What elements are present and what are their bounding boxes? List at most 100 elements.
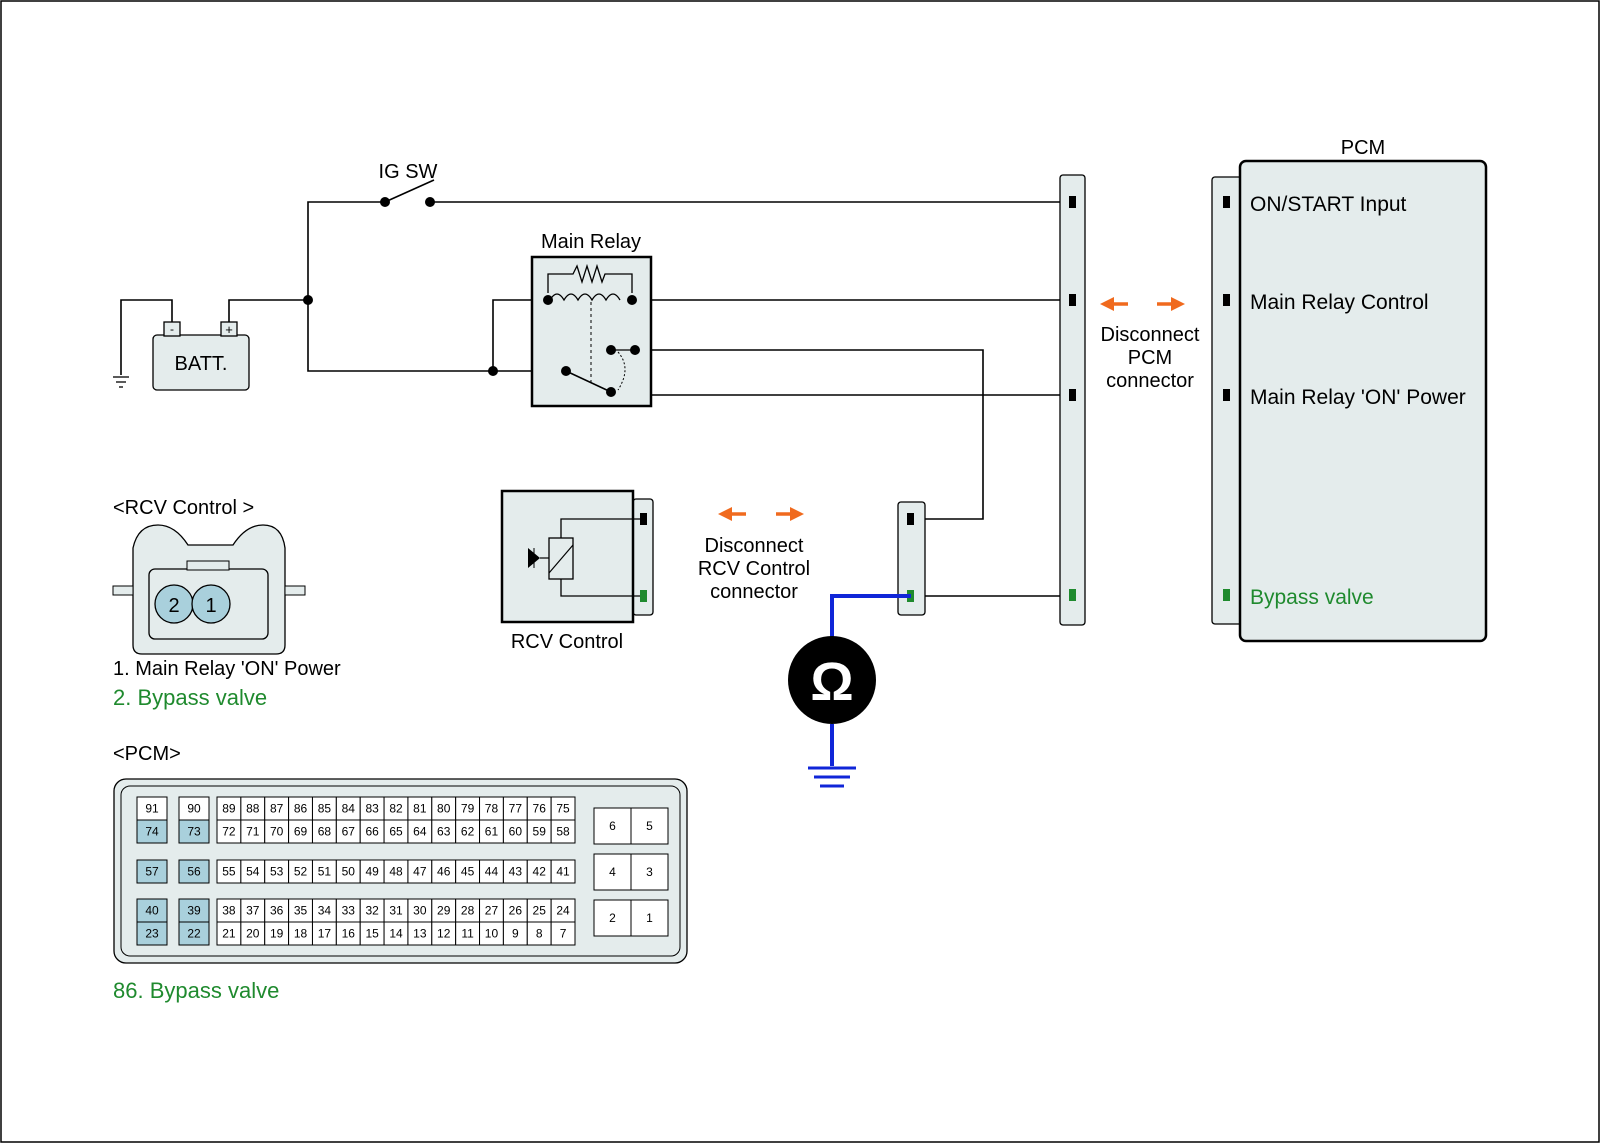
connector-pin	[907, 513, 914, 525]
pcm-pin-number: 59	[533, 825, 547, 839]
rcv-connector-view: <RCV Control > 2 1 1. Main Relay 'ON' Po…	[112, 497, 341, 710]
ig-switch-contact	[425, 197, 435, 207]
rcv-internal-wire	[560, 518, 640, 538]
pcm-pin-number: 4	[609, 865, 616, 879]
pcm-pin-cell	[136, 819, 168, 844]
battery-positive-wire	[228, 299, 308, 323]
pcm-pin-label: Main Relay Control	[1250, 291, 1429, 314]
pcm-pin-number: 27	[485, 904, 499, 918]
battery-minus-terminal	[163, 321, 181, 337]
pcm-pin-number: 3	[646, 865, 653, 879]
pcm-module: PCM ON/START Input Main Relay Control Ma…	[1211, 137, 1488, 643]
pcm-pin-number: 58	[556, 825, 570, 839]
pcm-pin-cell	[550, 859, 576, 884]
ohmmeter-icon	[788, 636, 876, 724]
pcm-pin-number: 66	[365, 825, 379, 839]
rcv-harness-connector-body	[897, 501, 926, 616]
pcm-pin-number: 67	[342, 825, 356, 839]
pcm-pin-number: 56	[187, 865, 201, 879]
pcm-pin-number: 34	[318, 904, 332, 918]
pcm-pin-number: 91	[145, 802, 159, 816]
pcm-pin-number: 14	[389, 927, 403, 941]
pcm-footnote: 86. Bypass valve	[113, 978, 279, 1003]
pcm-pin-number: 35	[294, 904, 308, 918]
pcm-pin-number: 64	[413, 825, 427, 839]
pcm-pin-number: 36	[270, 904, 284, 918]
pcm-pin-number: 77	[509, 802, 523, 816]
ground-icon	[808, 766, 856, 788]
rcv-connector-tab	[112, 585, 134, 596]
pcm-pin-number: 12	[437, 927, 451, 941]
pcm-pin-number: 87	[270, 802, 284, 816]
pcm-pin-number: 69	[294, 825, 308, 839]
pcm-pin-cell	[593, 853, 632, 891]
relay-resistor	[547, 263, 633, 293]
disconnect-pcm-line: Disconnect	[1101, 324, 1200, 346]
pcm-pin-number: 75	[556, 802, 570, 816]
pcm-pin-number: 62	[461, 825, 475, 839]
disconnect-rcv-line: connector	[710, 581, 798, 603]
pcm-pin-number: 41	[556, 865, 570, 879]
pcm-pin-number: 19	[270, 927, 284, 941]
pcm-pin-number: 70	[270, 825, 284, 839]
pcm-pin-number: 31	[389, 904, 403, 918]
pcm-pin-cell	[550, 819, 576, 844]
pcm-pin-number: 71	[246, 825, 260, 839]
pcm-pin-number: 88	[246, 802, 260, 816]
main-relay-label: Main Relay	[541, 231, 641, 253]
pcm-pin-number: 68	[318, 825, 332, 839]
pcm-harness-connector[interactable]	[1059, 174, 1086, 626]
rcv-component-pin-bypass	[640, 590, 647, 602]
pcm-pin-number: 1	[646, 911, 653, 925]
pcm-pin-bypass	[1223, 589, 1230, 601]
relay-output-rcv-wire	[635, 349, 984, 520]
battery-ground-wire	[120, 299, 173, 375]
disconnect-rcv-line: RCV Control	[698, 558, 810, 580]
pcm-pin-cell	[136, 859, 168, 884]
pcm-pin-number: 37	[246, 904, 260, 918]
pcm-pin-number: 16	[342, 927, 356, 941]
relay-feed-wire	[307, 300, 563, 372]
rcv-legend-item: 1. Main Relay 'ON' Power	[113, 658, 341, 680]
disconnect-pcm-line: connector	[1106, 370, 1194, 392]
pcm-pin-number: 21	[222, 927, 236, 941]
pcm-pin-number: 15	[365, 927, 379, 941]
pcm-pin-number: 40	[145, 904, 159, 918]
pcm-pin-number: 33	[342, 904, 356, 918]
pcm-pin-number: 78	[485, 802, 499, 816]
rcv-pin-number: 1	[205, 595, 216, 617]
pcm-pin-cell	[630, 807, 669, 845]
pcm-pin-number: 23	[145, 927, 159, 941]
ohmmeter: Ω	[788, 594, 911, 788]
pcm-pin-number: 52	[294, 865, 308, 879]
rcv-connector-tab	[284, 585, 306, 596]
pcm-pin-number: 81	[413, 802, 427, 816]
junction-dot	[303, 295, 313, 305]
pcm-pin-number: 49	[365, 865, 379, 879]
rcv-pin-1	[191, 584, 231, 624]
pcm-pin-number: 47	[413, 865, 427, 879]
battery: - + BATT.	[152, 321, 250, 391]
rcv-control-component: RCV Control	[500, 489, 654, 653]
rcv-harness-connector[interactable]	[897, 501, 926, 616]
relay-coil	[549, 293, 621, 302]
pcm-pin-number: 61	[485, 825, 499, 839]
pcm-pin-cell	[136, 921, 168, 946]
ig-feed-wire	[307, 201, 385, 300]
pcm-pin-number: 72	[222, 825, 236, 839]
rcv-connector-key	[186, 560, 230, 571]
disconnect-rcv-indicator: Disconnect RCV Control connector	[698, 507, 810, 603]
battery-ground-icon	[113, 376, 129, 388]
pcm-pin-number: 43	[509, 865, 523, 879]
relay-switch-pivot	[561, 366, 571, 376]
pcm-pin-number: 48	[389, 865, 403, 879]
pcm-pin-label: Main Relay 'ON' Power	[1250, 386, 1466, 409]
pcm-pin	[1223, 389, 1230, 401]
pcm-pin-number: 39	[187, 904, 201, 918]
pcm-pin-number: 18	[294, 927, 308, 941]
pcm-pin-number: 30	[413, 904, 427, 918]
pcm-pin-number: 60	[509, 825, 523, 839]
pcm-pin-number: 74	[145, 825, 159, 839]
pcm-pin-number: 51	[318, 865, 332, 879]
